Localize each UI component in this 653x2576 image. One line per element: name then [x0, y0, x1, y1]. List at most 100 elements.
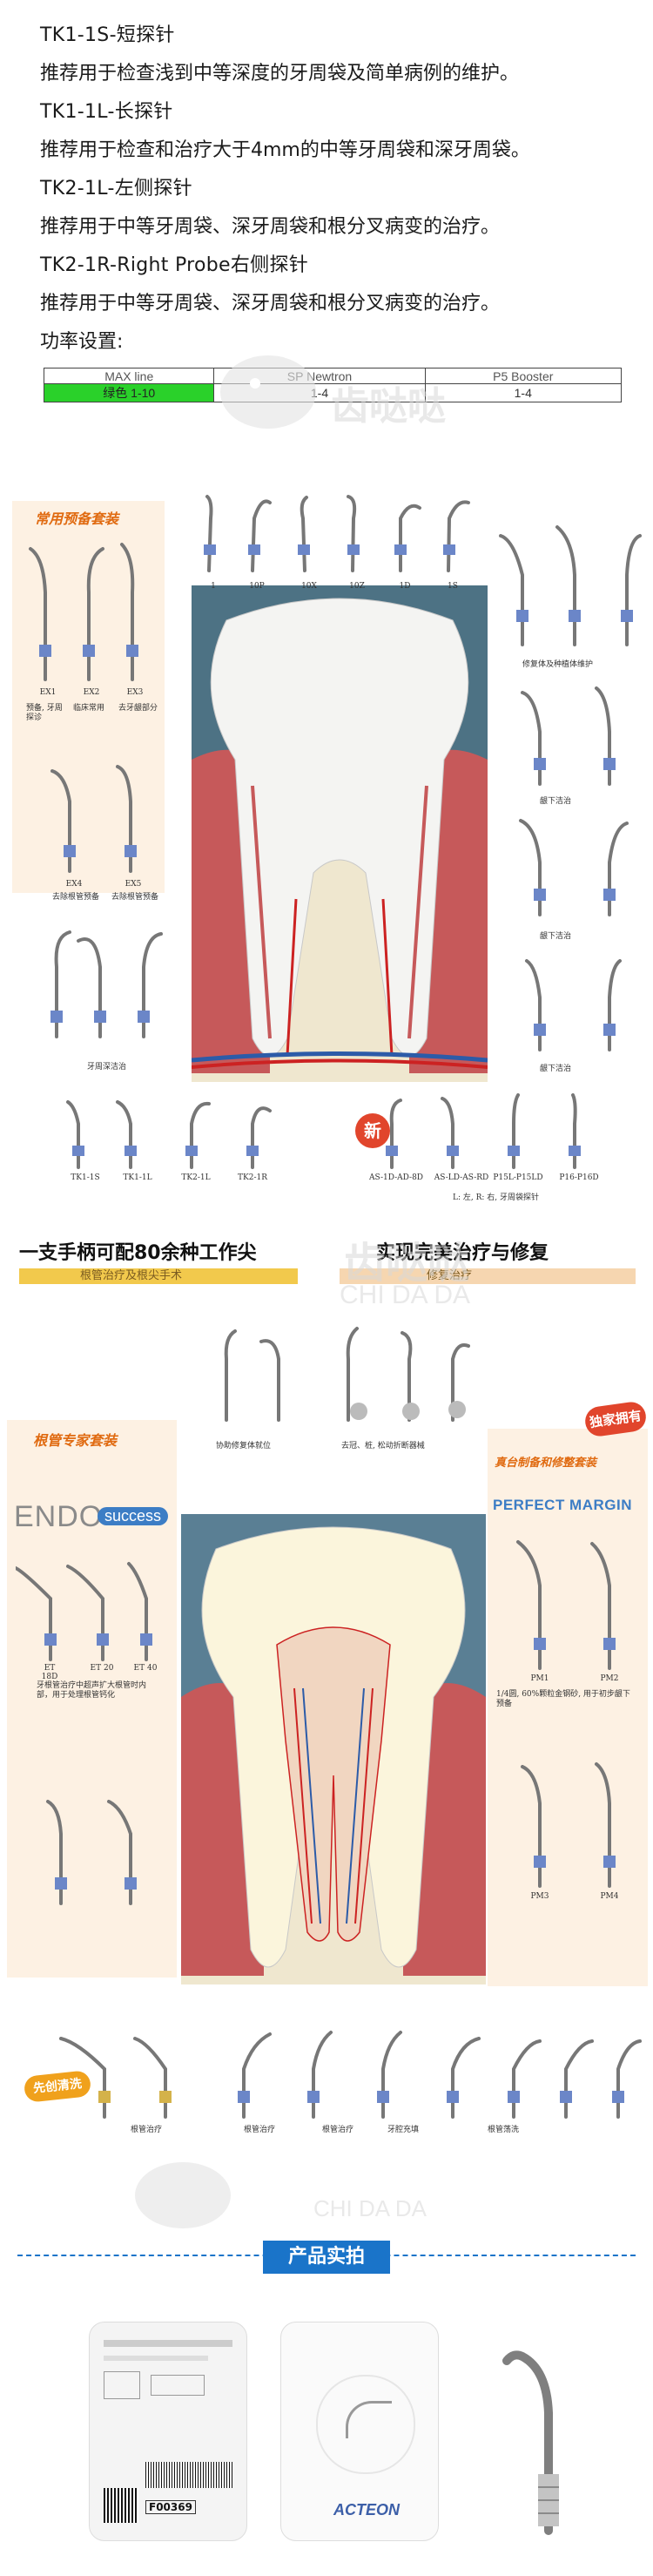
tip-label: 10P — [249, 582, 265, 591]
panel-title: 根管专家套装 — [33, 1432, 118, 1449]
intro-line-1: TK1-1S-短探针 — [40, 24, 175, 46]
section-caption: 根管荡洗 — [488, 2126, 520, 2134]
intro-line-4: 推荐用于检查和治疗大于4mm的中等牙周袋和深牙周袋。 — [40, 139, 530, 161]
left-lower-tips — [44, 923, 174, 1054]
table-header: P5 Booster — [424, 368, 623, 384]
section-caption: 修复体及种植体维护 — [522, 660, 594, 669]
tip-label: TK2-1L — [181, 1173, 211, 1182]
package-qr-icon — [104, 2488, 138, 2523]
tip-label: AS-LD-AS-RD — [434, 1173, 489, 1182]
package-text-line — [104, 2356, 208, 2361]
intro-line-8: 推荐用于中等牙周袋、深牙周袋和根分叉病变的治疗。 — [40, 293, 501, 314]
banner-left-sub: 根管治疗及根尖手术 — [19, 1268, 298, 1284]
bottom-left-tips — [61, 1093, 279, 1172]
watermark-text: 齿哒哒 — [344, 1241, 470, 1287]
watermark-text: 齿哒哒 — [331, 385, 446, 428]
intro-line-6: 推荐用于中等牙周袋、深牙周袋和根分叉病变的治疗。 — [40, 216, 501, 238]
tip-label: TK1-1L — [123, 1173, 152, 1182]
tip-caption: 临床常用 — [73, 704, 105, 713]
section2-top-tips — [209, 1324, 470, 1429]
margin-tips-lower — [505, 1742, 644, 1890]
watermark-elephant-icon — [131, 2156, 235, 2235]
tip-label: 10X — [301, 582, 317, 591]
right-tips-group-1 — [496, 514, 644, 653]
package-blister — [316, 2375, 415, 2474]
margin-description: 1/4圆, 60%颗粒金钢砂, 用于初步龈下预备 — [496, 1690, 630, 1709]
tip-label: TK2-1R — [238, 1173, 267, 1182]
package-ref: F00369 — [145, 2500, 196, 2514]
tip-label: ET 40 — [133, 1664, 158, 1673]
section3-tips-row — [52, 2025, 644, 2121]
section-caption: 龈下洁治 — [540, 797, 572, 806]
tip-label: EX5 — [125, 880, 142, 889]
section-caption: 根管治疗 — [131, 2126, 163, 2134]
endo-description: 牙根管治疗中超声扩大根管时内部，用于处理根管钙化 — [37, 1681, 147, 1700]
tip-label: P15L-P15LD — [493, 1173, 543, 1182]
tip-label: 1 — [211, 582, 216, 591]
panel-title: 真台制备和修整套装 — [495, 1457, 597, 1470]
section-caption: 龈下洁治 — [540, 1065, 572, 1073]
product-loose-tip — [488, 2335, 592, 2535]
bottom-note: L: 左, R: 右, 牙周袋探针 — [453, 1193, 539, 1202]
right-tips-group-4 — [496, 945, 644, 1058]
section-caption: 牙周深洁治 — [87, 1063, 127, 1072]
package-brand: ACTEON — [333, 2501, 400, 2519]
tooth-illustration-2 — [181, 1514, 486, 1984]
tip-label: AS-1D-AD-8D — [368, 1173, 424, 1182]
section-caption: 协助修复体就位 — [216, 1442, 272, 1450]
section-title: 产品实拍 — [263, 2241, 390, 2274]
margin-tips — [505, 1533, 644, 1673]
tip-label: PM4 — [600, 1892, 619, 1901]
watermark-text-en: CHI DA DA — [313, 2195, 427, 2221]
package-text-line — [104, 2340, 232, 2347]
section-caption: 去冠、桩, 松动折断器械 — [341, 1442, 425, 1450]
intro-line-7: TK2-1R-Right Probe右侧探针 — [40, 254, 309, 276]
right-tips-group-3 — [496, 810, 644, 923]
package-barcode-icon — [145, 2462, 232, 2488]
top-tips-row — [192, 492, 488, 584]
margin-brand-logo: PERFECT MARGIN — [493, 1497, 632, 1513]
section-caption: 根管治疗 — [244, 2126, 276, 2134]
tip-label: 1D — [399, 582, 411, 591]
watermark-elephant-icon — [216, 348, 320, 436]
watermark-text-en: CHI DA DA — [340, 1281, 471, 1309]
tip-label: EX4 — [65, 880, 83, 889]
endo-brand-pill: success — [98, 1507, 169, 1525]
tip-label: ET 18D — [41, 1664, 58, 1681]
intro-line-5: TK2-1L-左侧探针 — [40, 178, 192, 199]
tip-label: PM2 — [600, 1674, 619, 1683]
intro-line-9: 功率设置: — [40, 331, 124, 353]
product-package-front: F00369 — [89, 2322, 247, 2541]
bottom-right-tips — [348, 1093, 609, 1172]
banner-right-sub: 修复治疗 — [340, 1268, 636, 1284]
tip-label: ET 20 — [90, 1664, 114, 1673]
product-package-back: ACTEON — [280, 2322, 439, 2541]
tip-caption: 去牙龈部分 — [118, 704, 158, 713]
table-cell-highlight: 绿色 1-10 — [43, 383, 215, 402]
section-caption: 根管治疗 — [322, 2126, 354, 2134]
tip-label: P16-P16D — [559, 1173, 599, 1182]
tooth-illustration-1 — [191, 585, 488, 1082]
section-caption: 龈下洁治 — [540, 932, 572, 941]
banner-right-title: 实现完美治疗与修复 — [376, 1242, 549, 1264]
left-tips-group-2 — [35, 749, 157, 880]
tip-label: 10Z — [349, 582, 365, 591]
package-tip-icon — [346, 2401, 392, 2438]
table-header: MAX line — [43, 368, 215, 384]
banner-left-title: 一支手柄可配80余种工作尖 — [19, 1242, 257, 1264]
panel-margin-kit — [488, 1429, 648, 1986]
tip-label: EX1 — [39, 688, 57, 697]
endo-tips-lower — [26, 1786, 165, 1908]
tip-label: EX3 — [126, 688, 144, 697]
right-tips-group-2 — [496, 679, 644, 793]
endo-brand-logo: ENDO — [14, 1500, 104, 1533]
tip-label: TK1-1S — [71, 1173, 100, 1182]
package-symbol-icon — [104, 2371, 140, 2399]
left-tips-group-1 — [26, 531, 157, 697]
table-cell: 1-4 — [424, 383, 623, 402]
package-symbol-icon — [151, 2375, 205, 2396]
intro-line-3: TK1-1L-长探针 — [40, 101, 173, 123]
tip-caption: 去除根管预备 — [111, 893, 159, 902]
tip-label: PM3 — [530, 1892, 549, 1901]
tip-label: EX2 — [83, 688, 100, 697]
